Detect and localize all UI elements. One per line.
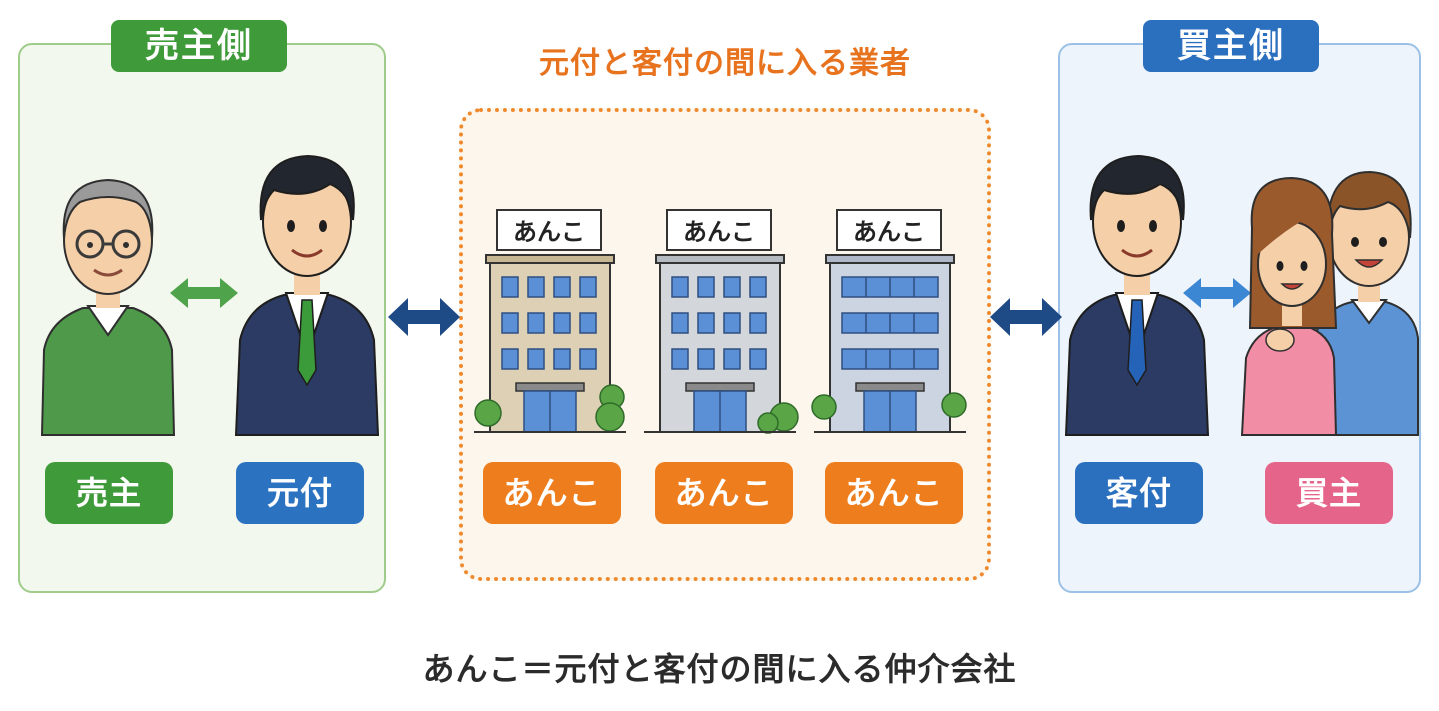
seller-person-illustration [40,178,176,436]
middle-title: 元付と客付の間に入る業者 [539,46,911,81]
buyer-side-header: 買主側 [1143,20,1319,72]
agent-building-sign: あんこ [496,209,602,251]
agent-building-sign: あんこ [836,209,942,251]
buyer-couple-illustration [1240,170,1419,436]
motozuke-person-illustration [234,154,380,436]
kyakuzuke-label: 客付 [1075,462,1203,524]
middle-kyakuzuke-arrow [990,298,1062,336]
kyakuzuke-buyer-arrow [1183,278,1251,308]
seller-label: 売主 [45,462,173,524]
footer-definition: あんこ＝元付と客付の間に入る仲介会社 [422,650,1017,688]
seller-side-header: 売主側 [111,20,287,72]
buyer-label: 買主 [1265,462,1393,524]
agent-building-sign: あんこ [666,209,772,251]
seller-motozuke-arrow [170,278,238,308]
kyakuzuke-person-illustration [1064,154,1210,436]
agent-building-illustration [644,254,799,434]
motozuke-label: 元付 [236,462,364,524]
agent-label: あんこ [483,462,621,524]
agent-label: あんこ [655,462,793,524]
motozuke-middle-arrow [388,298,460,336]
agent-building-illustration [811,254,967,433]
agent-building-illustration [474,254,626,433]
agent-label: あんこ [825,462,963,524]
